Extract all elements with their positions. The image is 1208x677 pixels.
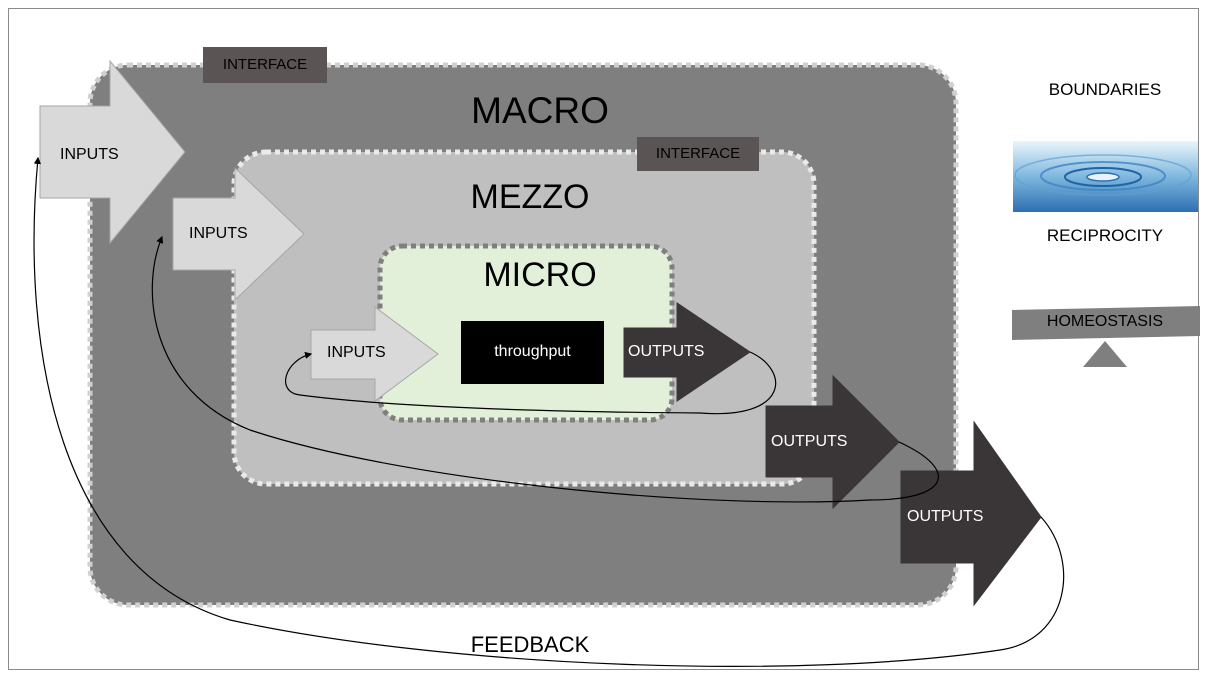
throughput-label: throughput xyxy=(494,343,571,360)
water-ripple-image xyxy=(1013,141,1198,212)
macro-inputs-arrow xyxy=(39,59,186,245)
macro-title: MACRO xyxy=(471,90,609,131)
macro-interface-box xyxy=(203,47,327,83)
macro-feedback-loop xyxy=(33,156,1065,667)
mezzo-inputs-arrow xyxy=(172,166,305,302)
micro-outputs-label: OUTPUTS xyxy=(628,343,705,360)
reciprocity-label: RECIPROCITY xyxy=(1046,226,1164,245)
micro-inputs-label: INPUTS xyxy=(327,344,386,361)
micro-feedback-loop xyxy=(284,351,777,415)
macro-outputs-arrow xyxy=(900,420,1042,607)
mezzo-outputs-arrow xyxy=(765,374,900,510)
macro-outputs-label: OUTPUTS xyxy=(907,508,984,525)
mezzo-interface-box xyxy=(637,137,759,171)
mezzo-outputs-label: OUTPUTS xyxy=(771,433,848,450)
boundaries-label: BOUNDARIES xyxy=(1048,80,1162,99)
mezzo-feedback-loop xyxy=(151,235,939,503)
balance-scale-icon xyxy=(1012,306,1200,367)
micro-inputs-arrow xyxy=(310,306,439,402)
macro-inputs-label: INPUTS xyxy=(60,146,119,163)
diagram-frame xyxy=(8,8,1199,670)
feedback-label: FEEDBACK xyxy=(470,632,590,657)
macro-interface-label: INTERFACE xyxy=(222,56,308,73)
micro-title: MICRO xyxy=(483,256,597,294)
mezzo-interface-label: INTERFACE xyxy=(655,145,741,162)
throughput-box xyxy=(461,321,604,384)
micro-outputs-arrow xyxy=(623,302,751,402)
mezzo-inputs-label: INPUTS xyxy=(189,225,248,242)
mezzo-title: MEZZO xyxy=(470,178,590,216)
homeostasis-label: HOMEOSTASIS xyxy=(1046,313,1164,330)
